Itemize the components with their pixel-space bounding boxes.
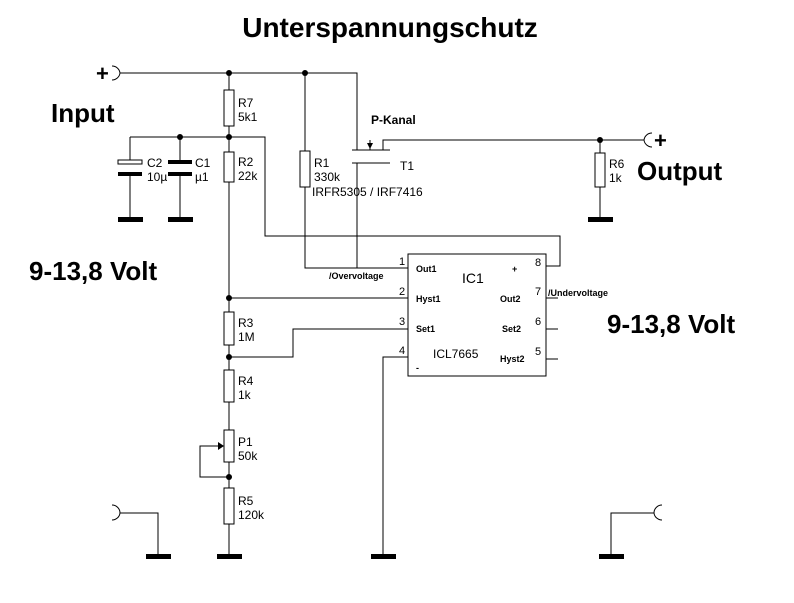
resistor-r3 <box>223 311 235 346</box>
r1-value: 330k <box>314 170 341 184</box>
p1-value: 50k <box>238 449 258 463</box>
ic-pin1-number: 1 <box>399 256 405 268</box>
r5-name: R5 <box>238 494 254 508</box>
r2-name: R2 <box>238 155 254 169</box>
p1-wiper-arrow <box>218 442 224 450</box>
ic-pin2-label: Hyst1 <box>416 294 441 304</box>
output-plus-sign: + <box>654 128 667 153</box>
r6-value: 1k <box>609 171 623 185</box>
ground-symbol-r5 <box>217 554 242 559</box>
input-voltage-label: 9-13,8 Volt <box>29 256 157 286</box>
ground-connector-left <box>111 504 121 521</box>
capacitor-c1 <box>168 160 192 176</box>
ic-pin8-label: + <box>512 264 517 274</box>
ground-symbol-r6 <box>588 217 613 222</box>
r2-value: 22k <box>238 169 258 183</box>
ic-pin7-label: Out2 <box>500 294 521 304</box>
ic1-name: IC1 <box>462 270 484 286</box>
input-connector <box>111 65 121 81</box>
output-connector <box>643 132 653 148</box>
ic-pin3-label: Set1 <box>416 324 435 334</box>
c2-name: C2 <box>147 156 163 170</box>
input-label: Input <box>51 98 115 128</box>
ic-pin7-number: 7 <box>535 286 541 298</box>
resistor-r1 <box>299 150 311 188</box>
ic-pin8-number: 8 <box>535 257 541 269</box>
p1-name: P1 <box>238 435 253 449</box>
r4-name: R4 <box>238 374 254 388</box>
ground-symbol-c1 <box>168 217 193 222</box>
resistor-r7 <box>223 89 235 127</box>
resistor-r2 <box>223 151 235 183</box>
r7-name: R7 <box>238 96 254 110</box>
ic1-part: ICL7665 <box>433 347 479 361</box>
ic-pin6-label: Set2 <box>502 324 521 334</box>
ic-pin1-label: Out1 <box>416 264 437 274</box>
resistor-r6 <box>594 152 606 188</box>
r7-value: 5k1 <box>238 110 258 124</box>
output-label: Output <box>637 156 723 186</box>
transistor-name: T1 <box>400 159 414 173</box>
resistor-r5 <box>223 487 235 525</box>
net-label-undervoltage: /Undervoltage <box>548 288 608 298</box>
potentiometer-p1 <box>223 429 235 463</box>
ground-connector-right <box>653 504 663 521</box>
schematic-title: Unterspannungschutz <box>242 12 538 43</box>
output-voltage-label: 9-13,8 Volt <box>607 309 735 339</box>
ic-pin4-number: 4 <box>399 345 405 357</box>
c2-value: 10µ <box>147 170 167 184</box>
ground-symbol-left <box>146 554 171 559</box>
r3-value: 1M <box>238 330 255 344</box>
capacitor-c2 <box>117 159 143 176</box>
resistor-r4 <box>223 369 235 403</box>
mosfet-t1 <box>352 140 390 164</box>
ground-symbol-c2 <box>118 217 143 222</box>
ic1-body <box>407 253 547 377</box>
ground-symbol-right <box>599 554 624 559</box>
wires <box>120 72 654 556</box>
ic-pin3-number: 3 <box>399 316 405 328</box>
c1-value: µ1 <box>195 170 209 184</box>
transistor-part: IRFR5305 / IRF7416 <box>312 185 423 199</box>
ic-pin4-label: - <box>416 363 419 373</box>
input-plus-sign: + <box>96 61 109 86</box>
ic-pin5-label: Hyst2 <box>500 354 525 364</box>
r1-name: R1 <box>314 156 330 170</box>
ic-pin2-number: 2 <box>399 286 405 298</box>
ic-pin6-number: 6 <box>535 316 541 328</box>
c1-name: C1 <box>195 156 211 170</box>
r3-name: R3 <box>238 316 254 330</box>
ground-symbol-ic <box>371 554 396 559</box>
ic-pin5-number: 5 <box>535 346 541 358</box>
net-label-overvoltage: /Overvoltage <box>329 271 384 281</box>
junction-dots <box>177 70 603 480</box>
r6-name: R6 <box>609 157 625 171</box>
transistor-type-label: P-Kanal <box>371 113 416 127</box>
r4-value: 1k <box>238 388 252 402</box>
r5-value: 120k <box>238 508 265 522</box>
